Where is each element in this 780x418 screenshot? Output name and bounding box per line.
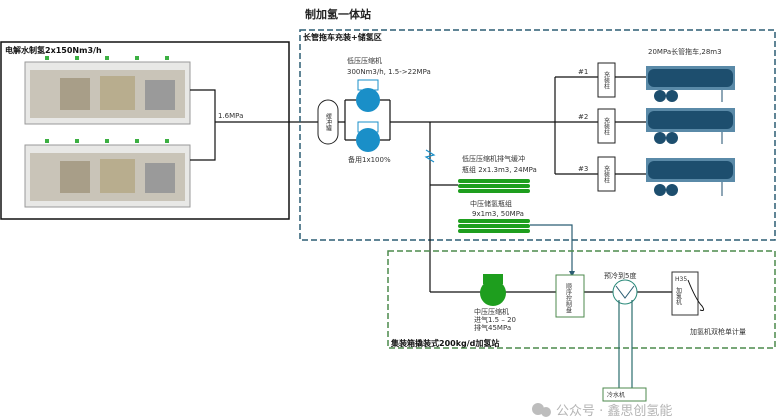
mp-storage-line2: 9x1m3, 50MPa xyxy=(472,210,524,218)
trailer-label: 20MPa长管拖车,28m3 xyxy=(648,47,722,56)
svg-text:冷水机: 冷水机 xyxy=(607,391,625,399)
diagram-title: 制加氢一体站 xyxy=(305,7,371,21)
mp-storage-bottle-bank xyxy=(458,219,530,233)
lp-compressor-name: 低压压缩机 xyxy=(347,56,382,65)
post-num-3: #3 xyxy=(578,165,588,173)
post-num-2: #2 xyxy=(578,113,588,121)
electrolyzer-container-2 xyxy=(24,144,191,208)
svg-text:充装柱: 充装柱 xyxy=(603,116,610,136)
mp-compressor-name: 中压压缩机 xyxy=(474,307,509,316)
tube-trailer-2 xyxy=(646,108,735,144)
post-num-1: #1 xyxy=(578,68,588,76)
svg-text:公众号 · 鑫思创氢能: 公众号 · 鑫思创氢能 xyxy=(556,403,672,418)
electrolysis-unit: 电解水制氢2x150Nm3/h xyxy=(0,41,290,220)
storage-zone-border xyxy=(299,29,776,241)
mp-compressor-inlet: 进气1.5 – 20 xyxy=(474,315,516,324)
mp-compressor-outlet: 排气45MPa xyxy=(474,323,511,332)
svg-text:顺序控制盘: 顺序控制盘 xyxy=(565,283,572,313)
station-zone-label: 集装箱撬装式200kg/d加氢站 xyxy=(390,338,499,348)
feed-pipe xyxy=(190,89,318,161)
lp-compressor-spec: 300Nm3/h, 1.5->22MPa xyxy=(347,68,431,76)
mp-compressor xyxy=(480,274,506,306)
dispenser-note: 加氢机双枪单计量 xyxy=(690,327,746,336)
lp-compressor-backup: 备用1x100% xyxy=(348,155,391,164)
check-valve-icon xyxy=(424,149,436,163)
storage-zone-label: 长管拖车充装+储氢区 xyxy=(303,32,382,42)
arrow-icon xyxy=(569,271,575,277)
lp-compressor-1 xyxy=(356,79,380,112)
filling-post-3: 充装柱 xyxy=(597,156,616,192)
svg-text:充装柱: 充装柱 xyxy=(603,70,610,90)
lp-compressor-2 xyxy=(356,121,380,152)
electrolyzer-container-1 xyxy=(24,61,191,125)
electrolysis-label: 电解水制氢2x150Nm3/h xyxy=(5,45,102,55)
svg-text:充装柱: 充装柱 xyxy=(603,164,610,184)
chiller: 冷水机 xyxy=(602,387,647,402)
nozzle-icon xyxy=(687,279,705,311)
watermark: 公众号 · 鑫思创氢能 xyxy=(532,403,672,418)
station-zone-border xyxy=(387,250,776,349)
svg-text:加氢机: 加氢机 xyxy=(675,286,682,306)
filling-post-2: 充装柱 xyxy=(597,108,616,144)
tube-trailer-3 xyxy=(646,158,735,196)
buffer-bottles-line1: 低压压缩机排气缓冲 xyxy=(462,154,525,163)
buffer-bottle-bank xyxy=(458,179,530,193)
buffer-tank-label: 缓冲罐 xyxy=(325,112,332,132)
buffer-bottles-line2: 瓶组 2x1.3m3, 24MPa xyxy=(462,165,537,174)
heat-exchanger xyxy=(612,279,638,305)
feed-pressure: 1.6MPa xyxy=(218,112,243,120)
svg-text:H35: H35 xyxy=(675,276,687,283)
precool-label: 预冷到5度 xyxy=(604,271,636,280)
sequence-control-panel: 顺序控制盘 xyxy=(555,274,585,318)
tube-trailer-1 xyxy=(646,66,735,102)
filling-post-1: 充装柱 xyxy=(597,62,616,98)
mp-storage-line1: 中压储氢瓶组 xyxy=(470,199,512,208)
h35-dispenser: H35 加氢机 xyxy=(671,271,705,316)
